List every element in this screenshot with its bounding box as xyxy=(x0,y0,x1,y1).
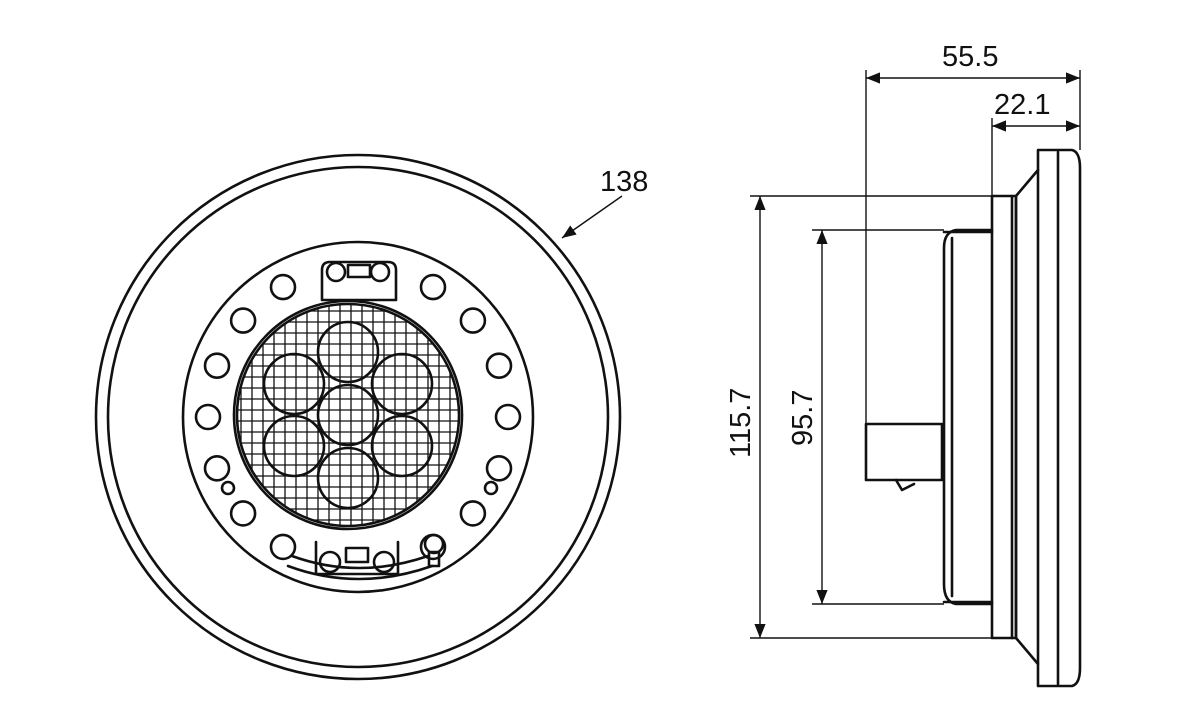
led-cluster xyxy=(262,320,434,510)
lens-grill-border xyxy=(235,302,461,528)
front-flange xyxy=(1036,148,1082,688)
top-bracket xyxy=(320,260,398,302)
diameter-label: 138 xyxy=(600,166,648,198)
depth-total-label: 55.5 xyxy=(942,41,998,73)
lens-housing xyxy=(232,299,464,531)
ring-hole xyxy=(229,500,257,527)
small-hole xyxy=(483,480,499,496)
ring-hole xyxy=(203,352,231,380)
ring-hole xyxy=(203,454,231,482)
rear-connector xyxy=(864,422,944,482)
ring-hole xyxy=(269,273,297,301)
bottom-bracket xyxy=(286,533,445,581)
side-view: 55.5 22.1 115.7 95.7 xyxy=(725,41,1082,688)
outer-rim xyxy=(94,153,622,681)
ring-hole xyxy=(194,403,222,431)
body-step xyxy=(990,194,1018,640)
ring-hole xyxy=(485,352,513,380)
front-view: 138 xyxy=(94,153,648,681)
mounting-ring-holes xyxy=(194,273,522,561)
ring-hole xyxy=(269,533,297,561)
ring-hole xyxy=(459,500,487,527)
small-hole xyxy=(220,480,236,496)
diameter-leader xyxy=(561,195,623,239)
ring-hole xyxy=(485,454,513,482)
mounting-ring xyxy=(181,240,535,594)
ring-hole xyxy=(419,273,447,301)
ring-hole xyxy=(494,403,522,431)
outer-rim-inner-edge xyxy=(106,165,610,669)
depth-flange-label: 22.1 xyxy=(994,89,1050,121)
ring-hole xyxy=(459,307,487,334)
ring-hole xyxy=(229,307,257,334)
outer-height-label: 115.7 xyxy=(725,388,757,458)
lens-grill xyxy=(237,304,459,526)
inner-height-label: 95.7 xyxy=(787,390,819,446)
flange-taper xyxy=(1014,168,1040,666)
